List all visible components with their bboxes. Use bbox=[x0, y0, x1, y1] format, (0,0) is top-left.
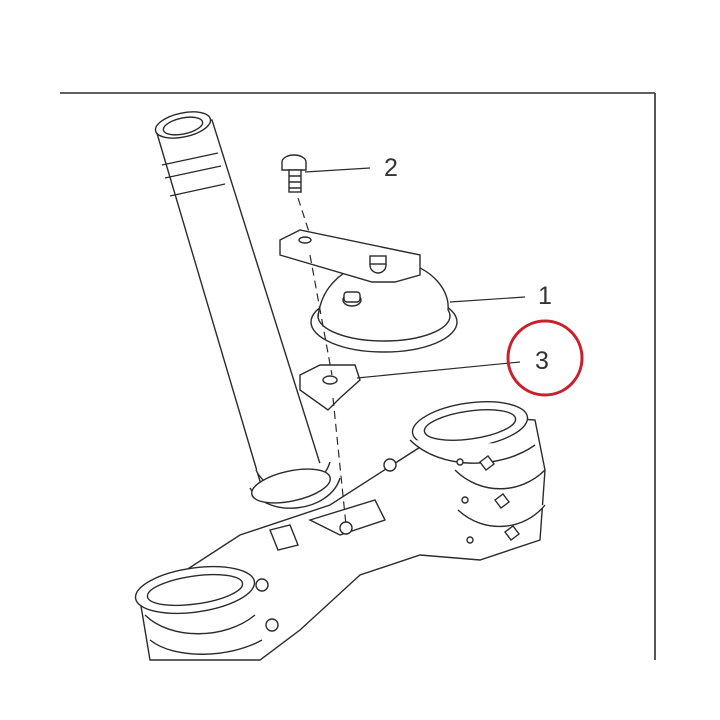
washer-plate bbox=[299, 364, 361, 411]
diagram-frame bbox=[60, 92, 656, 660]
triple-clamp bbox=[134, 401, 546, 661]
assembly-axis bbox=[297, 197, 347, 526]
bolt bbox=[281, 154, 307, 193]
highlight-circle bbox=[506, 319, 584, 397]
leader-lines bbox=[304, 167, 526, 379]
callout-3: 3 bbox=[535, 347, 549, 375]
callout-2: 2 bbox=[384, 154, 398, 182]
fork-tube bbox=[154, 111, 341, 509]
horn-bracket bbox=[279, 229, 421, 283]
callout-1: 1 bbox=[538, 282, 552, 310]
